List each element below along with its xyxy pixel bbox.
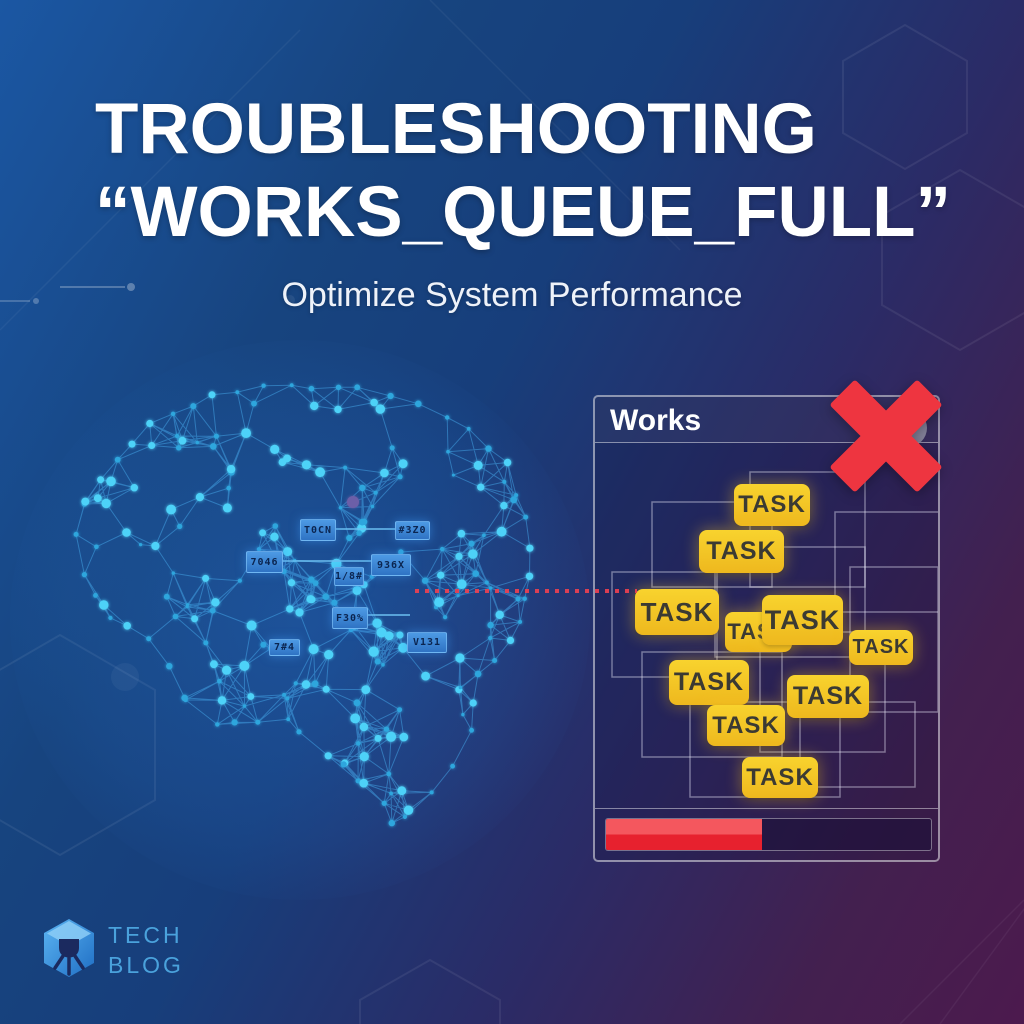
task-chip: TASK [635,589,719,635]
panel-footer [595,808,938,860]
brain-chip: 7#4 [269,639,300,656]
brain-network-illustration: T0CN #3Z0 7046 936X 1/8# F30% V131 7#4 [40,370,560,890]
panel-title: Works [610,404,702,437]
task-chip: TASK [787,675,869,718]
brain-network-svg [73,383,534,827]
title-line-2: “WORKS_QUEUE_FULL” [95,173,951,252]
error-connector-line [415,589,637,593]
brain-chip: F30% [332,607,368,629]
title-line-1: TROUBLESHOOTING [95,90,817,169]
queue-progress-fill [606,819,762,850]
task-chip: TASK [762,595,843,645]
brain-glow [10,340,590,900]
error-x-icon [824,374,948,498]
brain-chip: 1/8# [334,567,364,586]
tech-blog-logo: TECH BLOG [42,918,302,988]
task-chip: TASK [699,530,784,573]
works-queue-panel: Works TASK TASK TASK TASK TASK TASK TASK… [593,395,940,862]
brain-chip: 7046 [246,551,283,573]
task-chip: TASK [734,484,810,526]
cube-logo-icon [44,919,94,977]
queue-progress-bar [605,818,932,851]
logo-text-line-2: BLOG [108,952,184,978]
brain-chip: #3Z0 [395,521,430,540]
brain-chip: T0CN [300,519,336,541]
brain-chip: 936X [371,554,411,576]
page-subtitle: Optimize System Performance [281,276,743,314]
page-title: TROUBLESHOOTING “WORKS_QUEUE_FULL” [95,88,951,254]
task-chip: TASK [849,630,913,665]
logo-text-line-1: TECH [108,922,183,948]
task-chip: TASK [669,660,749,705]
brain-chip: V131 [407,632,447,653]
task-chip: TASK [707,705,785,746]
task-chip: TASK [742,757,818,798]
